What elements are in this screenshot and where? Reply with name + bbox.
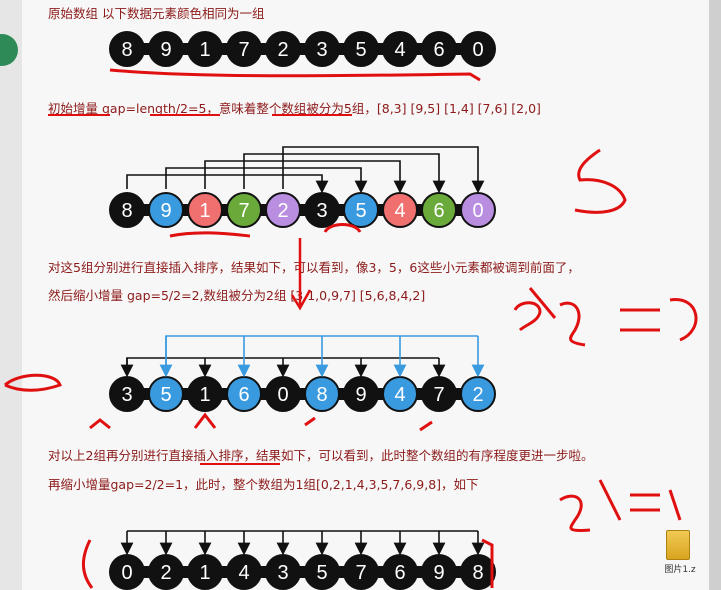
array-original-ball-2 — [187, 31, 223, 67]
left-sidebar-strip — [0, 0, 22, 590]
array-original-ball-3 — [226, 31, 262, 67]
array-gap5: 8 9 1 7 2 3 5 4 6 0 — [109, 192, 496, 228]
file-document-icon — [666, 530, 690, 560]
caption-gap1: 再缩小增量gap=2/2=1，此时，整个数组为1组[0,2,1,4,3,5,7,… — [48, 477, 479, 492]
array-gap5-value-5: 3 — [316, 200, 327, 222]
array-gap1: 0 2 1 4 3 5 7 6 9 8 — [109, 554, 496, 590]
annotation-arrow-down — [290, 238, 312, 311]
annotation-underline-1 — [109, 68, 481, 82]
array-gap1-value-1: 2 — [160, 562, 171, 584]
array-original-ball-7 — [382, 31, 418, 67]
array-gap5-value-9: 0 — [472, 200, 483, 222]
array-gap1-value-5: 5 — [316, 562, 327, 584]
array-gap5-ball-3 — [226, 192, 262, 228]
array-gap1-value-3: 4 — [238, 562, 249, 584]
array-gap5-value-0: 8 — [121, 200, 132, 222]
array-gap5-value-6: 5 — [355, 200, 366, 222]
array-gap5-ball-0 — [109, 192, 145, 228]
annotation-gap2-ticks — [89, 412, 433, 432]
array-gap2-value-0: 3 — [121, 384, 132, 406]
array-gap5-value-1: 9 — [160, 200, 171, 222]
array-original: 8 9 1 7 2 3 5 4 6 0 — [109, 31, 496, 67]
caption-gap2: 然后缩小增量 gap=5/2=2,数组被分为2组 [3,1,0,9,7] [5,… — [48, 288, 426, 303]
sidebar-tab-icon[interactable] — [0, 34, 18, 66]
array-gap2-value-3: 6 — [238, 384, 249, 406]
array-original-ball-4 — [265, 31, 301, 67]
annotation-bracket-right — [481, 538, 494, 588]
array-gap2-value-8: 7 — [433, 384, 444, 406]
array-original-value-8: 6 — [433, 39, 444, 61]
array-original-ball-9 — [460, 31, 496, 67]
annotation-big-5 — [574, 148, 627, 214]
array-gap2-value-9: 2 — [472, 384, 483, 406]
array-gap2-value-2: 1 — [199, 384, 210, 406]
array-gap1-value-4: 3 — [277, 562, 288, 584]
array-gap2-value-7: 4 — [394, 384, 405, 406]
handwritten-annotations — [4, 68, 698, 589]
annotation-equals-2 — [620, 298, 698, 342]
array-original-ball-0 — [109, 31, 145, 67]
array-gap1-value-2: 1 — [199, 562, 210, 584]
array-gap2-value-4: 0 — [277, 384, 288, 406]
array-gap2-value-5: 8 — [316, 384, 327, 406]
gap5-arrow-1 — [165, 167, 368, 194]
array-original-ball-8 — [421, 31, 457, 67]
array-gap1-value-0: 0 — [121, 562, 132, 584]
array-gap1-value-9: 8 — [472, 562, 483, 584]
array-original-ball-1 — [148, 31, 184, 67]
annotation-bracket-left — [82, 539, 94, 589]
array-gap1-value-8: 9 — [433, 562, 444, 584]
caption-gap2-result: 对以上2组再分别进行直接插入排序，结果如下，可以看到，此时整个数组的有序程度更进… — [48, 448, 594, 463]
gap5-arrow-0 — [126, 174, 329, 194]
annotation-gap5-underline — [169, 231, 251, 238]
array-gap5-value-7: 4 — [394, 200, 405, 222]
array-gap5-value-3: 7 — [238, 200, 249, 222]
array-original-value-2: 1 — [199, 39, 210, 61]
array-original-ball-6 — [343, 31, 379, 67]
array-original-value-3: 7 — [238, 39, 249, 61]
annotation-gap5-arc — [323, 223, 362, 233]
array-original-value-1: 9 — [160, 39, 171, 61]
array-gap5-ball-4 — [265, 192, 301, 228]
array-original-value-9: 0 — [472, 39, 483, 61]
array-gap5-ball-1 — [148, 192, 184, 228]
array-original-value-4: 2 — [277, 39, 288, 61]
annotation-2-over-2-1 — [559, 479, 682, 532]
array-gap5-value-2: 1 — [199, 200, 210, 222]
gap5-arrow-2 — [204, 160, 407, 194]
annotation-left-loop — [4, 373, 62, 392]
file-icon[interactable]: 图片1.z — [660, 530, 696, 580]
gap5-arrow-4 — [282, 146, 485, 194]
array-gap1-value-6: 7 — [355, 562, 366, 584]
caption-gap5-result: 对这5组分别进行直接插入排序，结果如下，可以看到，像3，5，6这些小元素都被调到… — [48, 260, 580, 275]
array-gap5-value-4: 2 — [277, 200, 288, 222]
annotation-5-over-2 — [513, 287, 586, 347]
caption-original: 原始数组 以下数据元素颜色相同为一组 — [48, 6, 265, 21]
array-original-value-6: 5 — [355, 39, 366, 61]
array-gap1-value-7: 6 — [394, 562, 405, 584]
caption-gap5: 初始增量 gap=length/2=5，意味着整个数组被分为5组，[8,3] [… — [48, 101, 541, 116]
array-gap2-value-6: 9 — [355, 384, 366, 406]
array-gap5-value-8: 6 — [433, 200, 444, 222]
array-gap2: 3 5 1 6 0 8 9 4 7 2 — [109, 376, 496, 412]
gap5-arrow-3 — [243, 153, 446, 194]
array-original-ball-5 — [304, 31, 340, 67]
array-original-value-5: 3 — [316, 39, 327, 61]
array-gap5-ball-2 — [187, 192, 223, 228]
array-original-value-7: 4 — [394, 39, 405, 61]
file-label: 图片1.z — [664, 565, 696, 575]
array-original-value-0: 8 — [121, 39, 132, 61]
array-gap2-value-1: 5 — [160, 384, 171, 406]
scrollbar[interactable] — [709, 0, 721, 590]
